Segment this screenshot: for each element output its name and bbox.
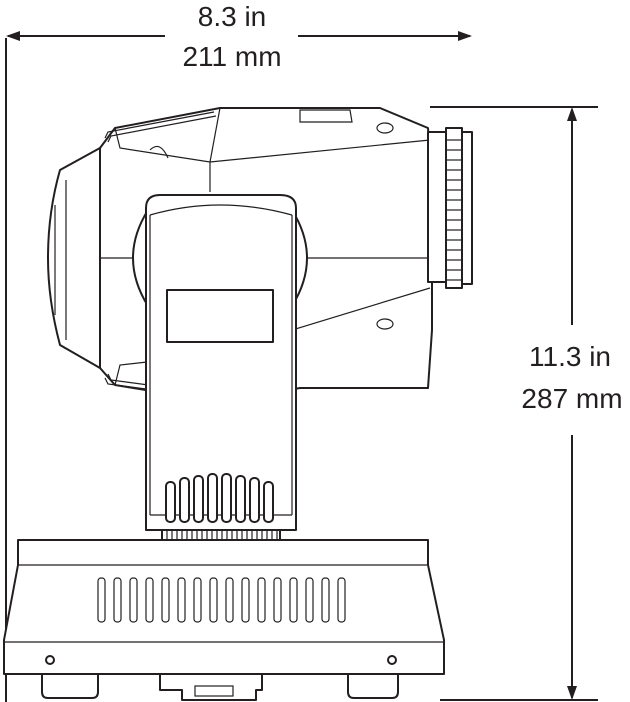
width-imperial-label: 8.3 in [198,1,267,32]
yoke-grip-ribs [165,473,274,523]
yoke-arm [145,194,297,531]
width-arrow-right [458,31,472,41]
head-front-panel-top [209,107,221,163]
base-screw-left [45,655,55,665]
width-dimension: 8.3 in 211 mm [5,1,472,702]
lens-ring-knurl [446,139,462,281]
height-arrow-bottom [567,686,577,700]
yoke-label-panel [166,289,274,343]
lens-ring [445,127,463,289]
yoke-top-curve [149,204,293,216]
head-side-screw [376,318,394,330]
width-metric-label: 211 mm [182,41,281,72]
base-vent-slots [97,577,346,623]
base-screw-right [387,655,397,665]
head-top-screw [376,122,394,134]
lens-front-bezel [461,131,473,285]
head-top-handle [299,109,353,123]
width-arrow-left [6,31,20,41]
base-foot-left [41,673,99,699]
base-bottom-mount [159,673,263,701]
base-housing [3,539,445,675]
moving-head-fixture [3,107,473,701]
base-foot-right [347,673,399,699]
head-rear-cap [47,147,101,369]
height-imperial-label: 11.3 in [529,341,611,372]
head-top-panel-edge [114,127,431,163]
head-top-bump [149,145,169,159]
lens-housing [427,131,447,283]
base-mount-slot [194,685,234,697]
height-dimension: 11.3 in 287 mm [430,106,623,701]
height-metric-label: 287 mm [521,383,622,414]
height-arrow-top [567,107,577,121]
